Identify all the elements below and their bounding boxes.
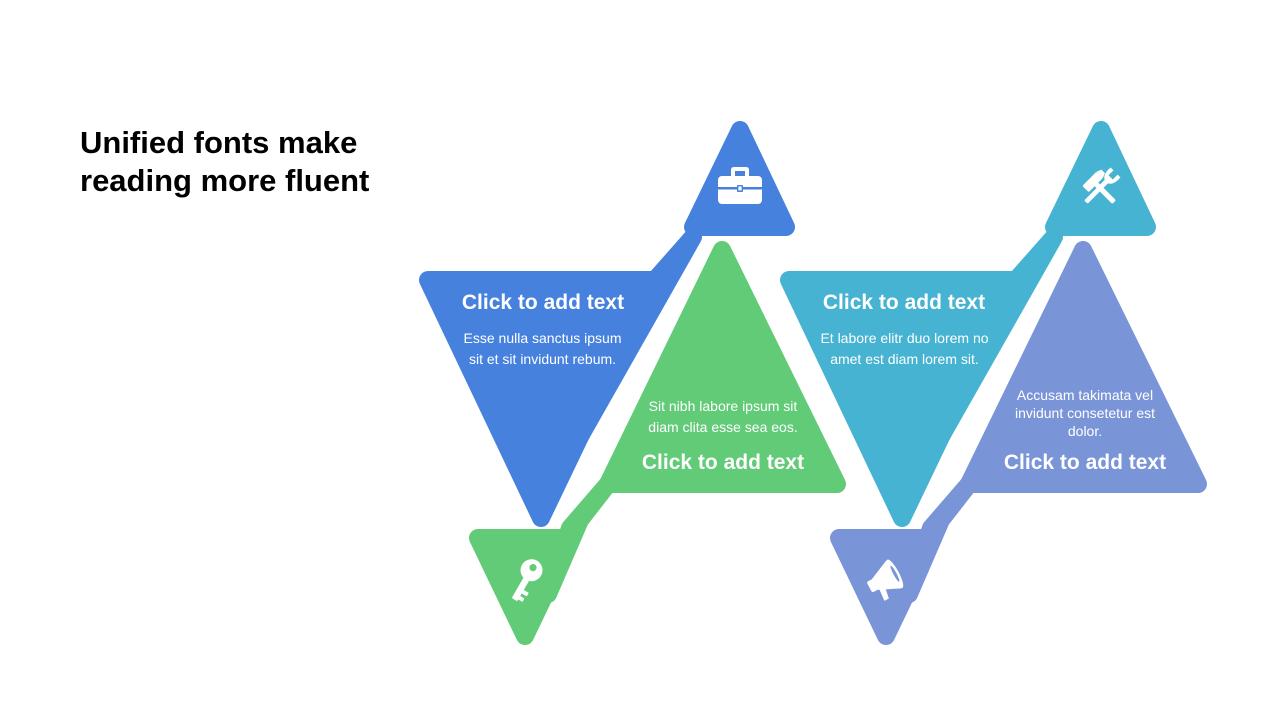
hammer-wrench-icon [1082,167,1121,204]
item-4-big-triangle [960,241,1207,493]
item-1-heading[interactable]: Click to add text [461,291,625,314]
item-1-body[interactable]: Esse nulla sanctus ipsum sit et sit invi… [463,330,622,367]
item-2-big-triangle [599,241,846,493]
briefcase-icon [718,167,762,204]
item-3-body[interactable]: Et labore elitr duo lorem no amet est di… [820,330,989,367]
item-3-heading[interactable]: Click to add text [822,291,986,314]
item-4-body[interactable]: Accusam takimata vel invidunt consetetur… [1014,387,1156,439]
item-2-body[interactable]: Sit nibh labore ipsum sit diam clita ess… [648,398,798,435]
item-2-heading[interactable]: Click to add text [641,451,805,474]
item-4-heading[interactable]: Click to add text [1003,451,1167,474]
item-2-shape [469,241,846,645]
key-icon [512,559,543,602]
megaphone-icon [867,559,904,601]
item-1-connector [543,228,702,449]
slide-title: Unified fonts make reading more fluent [80,125,370,198]
item-3-connector [904,228,1063,449]
